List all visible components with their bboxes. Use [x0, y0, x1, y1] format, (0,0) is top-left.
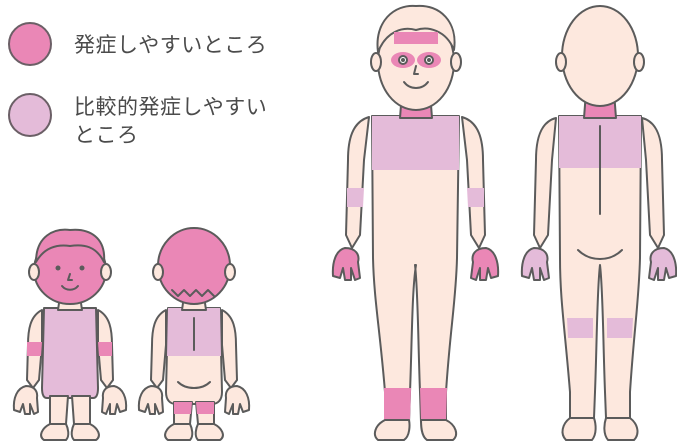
forearm-band-left: [347, 188, 364, 207]
legend-swatch-secondary: [8, 93, 52, 137]
legend-item-primary: 発症しやすいところ: [8, 22, 267, 66]
hand-left: [331, 247, 361, 281]
ankle-left: [384, 388, 411, 420]
back-hand-left: [520, 247, 550, 281]
legend-label-primary: 発症しやすいところ: [74, 33, 268, 57]
child-elbow-right: [98, 342, 112, 356]
hand-right: [470, 247, 500, 281]
legend-swatch-primary: [8, 22, 52, 66]
legend-label-secondary: 比較的発症しやすい ところ: [74, 95, 268, 147]
back-hand-right: [648, 247, 677, 281]
child-elbow-left: [27, 342, 42, 356]
legend-item-secondary: 比較的発症しやすい ところ: [8, 93, 267, 149]
child-back-figure: [137, 227, 251, 441]
knee-back-right: [607, 318, 633, 338]
adult-front-figure: [331, 4, 500, 441]
child-torso: [41, 307, 99, 399]
knee-back-left: [567, 318, 593, 338]
child-front-figure: [12, 228, 128, 441]
child-knee-back-right: [196, 402, 214, 414]
forehead-region: [394, 32, 438, 44]
ankle-right: [420, 388, 447, 420]
child-knee-back-left: [174, 402, 192, 414]
chest-region: [372, 116, 459, 170]
adult-back-figure: [520, 5, 677, 441]
forearm-band-right: [467, 188, 484, 207]
